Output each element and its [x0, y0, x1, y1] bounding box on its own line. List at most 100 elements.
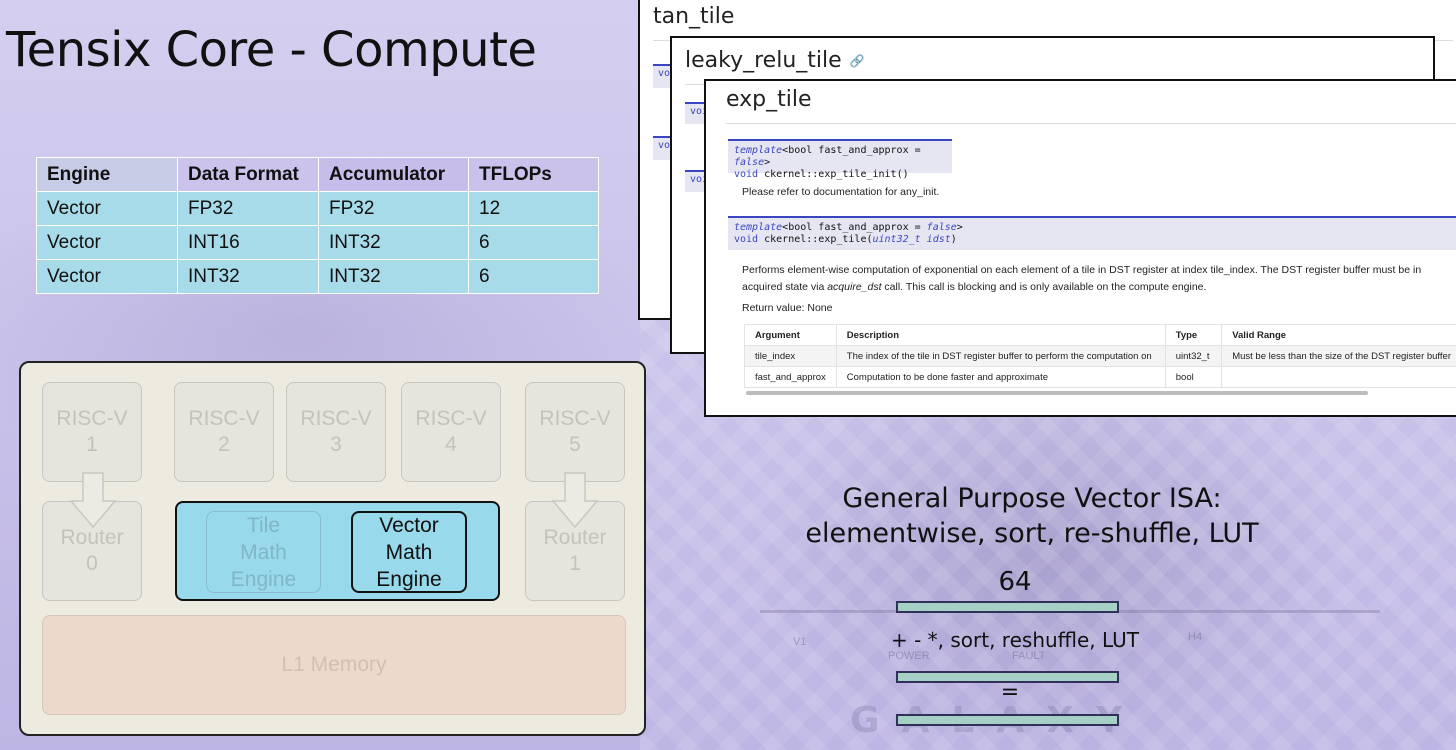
sig-value: false	[926, 222, 957, 233]
arrow-down-icon	[69, 472, 117, 529]
background-label: V1	[793, 636, 807, 648]
table-header-row: Engine Data Format Accumulator TFLOPs	[36, 157, 599, 192]
sig-keyword: void	[734, 234, 759, 245]
tile-math-engine: Tile Math Engine	[206, 511, 321, 593]
engine-table: Engine Data Format Accumulator TFLOPs Ve…	[36, 157, 599, 294]
riscv-number: 5	[569, 433, 581, 456]
table-cell: FP32	[318, 191, 469, 226]
doc-signature-fragment: voi	[685, 170, 709, 192]
sig-param: uint32_t idst	[872, 234, 951, 245]
table-row: Vector INT32 INT32 6	[36, 259, 599, 294]
riscv-3-block: RISC-V 3	[286, 382, 386, 482]
table-cell: INT16	[177, 225, 319, 260]
slide-title: Tensix Core - Compute	[6, 22, 537, 78]
table-row: fast_and_approx Computation to be done f…	[744, 366, 1456, 388]
function-signature: template<bool fast_and_approx = false> v…	[728, 216, 1456, 250]
header-data-format: Data Format	[177, 157, 319, 192]
table-cell	[1221, 366, 1456, 388]
router-number: 0	[86, 552, 98, 575]
router-label: Router	[543, 526, 607, 549]
init-function-signature: template<bool fast_and_approx = false> v…	[728, 139, 952, 180]
table-cell: Vector	[36, 259, 178, 294]
doc-title-text: leaky_relu_tile	[685, 48, 842, 73]
sig-keyword: template	[734, 222, 783, 233]
sig-text: <bool fast_and_approx =	[782, 145, 921, 156]
vector-operand-bar	[896, 601, 1119, 613]
doc-title: leaky_relu_tile 🔗	[685, 48, 865, 73]
engine-label: Engine	[376, 567, 442, 591]
isa-heading: General Purpose Vector ISA: elementwise,…	[800, 481, 1264, 551]
isa-heading-line: elementwise, sort, re-shuffle, LUT	[805, 518, 1259, 549]
riscv-4-block: RISC-V 4	[401, 382, 501, 482]
equals-sign: =	[1000, 680, 1020, 705]
sig-text: >	[764, 157, 771, 168]
return-value: Return value: None	[742, 302, 833, 314]
table-cell: FP32	[177, 191, 319, 226]
args-header: Argument	[744, 324, 837, 346]
sig-text: ckernel::exp_tile_init()	[758, 169, 909, 180]
arguments-table: Argument Description Type Valid Range ti…	[744, 324, 1456, 388]
table-cell: INT32	[177, 259, 319, 294]
riscv-5-block: RISC-V 5	[525, 382, 625, 482]
table-cell: bool	[1164, 366, 1223, 388]
function-description: Performs element-wise computation of exp…	[742, 262, 1456, 296]
args-header: Type	[1164, 324, 1223, 346]
doc-title: tan_tile	[653, 4, 735, 29]
horizontal-scrollbar[interactable]	[746, 391, 1368, 395]
router-number: 1	[569, 552, 581, 575]
header-tflops: TFLOPs	[468, 157, 599, 192]
link-icon[interactable]: 🔗	[849, 54, 865, 68]
tensix-core-diagram: RISC-V 1 RISC-V 2 RISC-V 3 RISC-V 4 RISC…	[19, 361, 646, 736]
vector-ops-label: + - *, sort, reshuffle, LUT	[890, 628, 1140, 652]
background-label: FAULT	[1012, 650, 1046, 662]
arguments-table-wrapper: Argument Description Type Valid Range ti…	[744, 324, 1456, 392]
background-label: POWER	[888, 650, 930, 662]
sig-text: )	[950, 234, 957, 245]
riscv-2-block: RISC-V 2	[174, 382, 274, 482]
desc-emphasis: acquire_dst	[827, 281, 882, 293]
riscv-number: 2	[218, 433, 230, 456]
init-description: Please refer to documentation for any_in…	[742, 186, 940, 198]
engine-label: Vector	[379, 513, 439, 537]
args-header-row: Argument Description Type Valid Range	[744, 324, 1456, 346]
riscv-label: RISC-V	[56, 407, 128, 430]
table-cell: Must be less than the size of the DST re…	[1221, 345, 1456, 367]
vector-math-engine: Vector Math Engine	[351, 511, 467, 593]
args-header: Description	[835, 324, 1166, 346]
l1-memory-block: L1 Memory	[42, 615, 626, 715]
riscv-label: RISC-V	[415, 407, 487, 430]
vector-width-label: 64	[998, 567, 1032, 597]
riscv-label: RISC-V	[300, 407, 372, 430]
riscv-number: 4	[445, 433, 457, 456]
desc-text: acquired state via	[742, 281, 828, 293]
table-cell: INT32	[318, 225, 469, 260]
doc-signature-fragment: voi	[685, 102, 709, 124]
sig-text: <bool fast_and_approx =	[782, 222, 927, 233]
doc-card-exp-tile: exp_tile template<bool fast_and_approx =…	[704, 79, 1456, 417]
vector-operand-bar	[896, 671, 1119, 683]
table-cell: Vector	[36, 191, 178, 226]
engine-label: Math	[240, 540, 287, 564]
table-cell: tile_index	[744, 345, 837, 367]
table-cell: 6	[468, 259, 599, 294]
table-cell: 12	[468, 191, 599, 226]
sig-text: ckernel::exp_tile(	[758, 234, 873, 245]
desc-line: Performs element-wise computation of exp…	[742, 264, 1422, 276]
router-label: Router	[60, 526, 124, 549]
riscv-label: RISC-V	[188, 407, 260, 430]
riscv-number: 1	[86, 433, 98, 456]
arrow-down-icon	[551, 472, 599, 529]
vector-result-bar	[896, 714, 1119, 726]
riscv-label: RISC-V	[539, 407, 611, 430]
table-cell: fast_and_approx	[744, 366, 837, 388]
isa-heading-line: General Purpose Vector ISA:	[842, 483, 1222, 514]
table-cell: uint32_t	[1164, 345, 1223, 367]
header-engine: Engine	[36, 157, 178, 192]
table-cell: Computation to be done faster and approx…	[835, 366, 1166, 388]
engine-label: Tile	[246, 513, 281, 537]
riscv-number: 3	[330, 433, 342, 456]
riscv-1-block: RISC-V 1	[42, 382, 142, 482]
sig-keyword: template	[734, 145, 783, 156]
table-cell: The index of the tile in DST register bu…	[835, 345, 1166, 367]
table-cell: INT32	[318, 259, 469, 294]
